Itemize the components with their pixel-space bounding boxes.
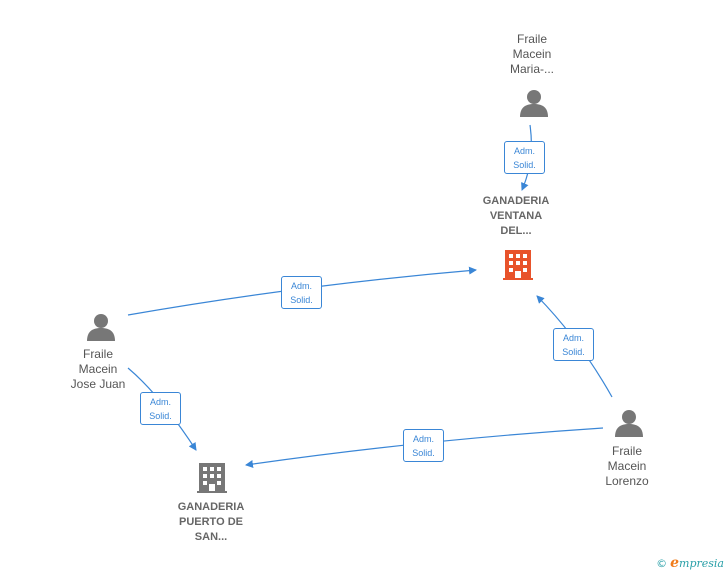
edge-label-type: Solid. bbox=[412, 448, 435, 458]
edge-label-role: Adm. bbox=[290, 281, 312, 291]
edge-label-role: Adm. bbox=[513, 146, 535, 156]
node-label-line: PUERTO DE bbox=[179, 516, 243, 528]
node-label-line: Fraile bbox=[82, 347, 113, 361]
node-label-line: Fraile bbox=[611, 444, 642, 458]
node-label-line: DEL... bbox=[500, 225, 532, 237]
node-label-jose[interactable]: Fraile Macein Jose Juan bbox=[43, 347, 153, 392]
node-label-line: GANADERIA bbox=[482, 195, 550, 207]
node-label-line: SAN... bbox=[194, 531, 228, 543]
edge-label-role: Adm. bbox=[149, 397, 171, 407]
node-label-line: Fraile bbox=[516, 32, 547, 46]
node-label-lorenzo[interactable]: Fraile Macein Lorenzo bbox=[572, 444, 682, 489]
node-label-maria[interactable]: Fraile Macein Maria-... bbox=[477, 32, 587, 77]
edge-label-type: Solid. bbox=[562, 347, 585, 357]
person-icon[interactable] bbox=[615, 410, 643, 437]
node-label-puerto[interactable]: GANADERIA PUERTO DE SAN... bbox=[151, 500, 271, 545]
edge-label-jose-ventana[interactable]: Adm. Solid. bbox=[281, 276, 322, 309]
edge-label-type: Solid. bbox=[513, 160, 536, 170]
node-label-ventana[interactable]: GANADERIA VENTANA DEL... bbox=[456, 194, 576, 239]
brand-logo-letter: e bbox=[670, 555, 680, 571]
node-label-line: Macein bbox=[607, 459, 647, 473]
node-label-line: Macein bbox=[78, 362, 118, 376]
edge-label-role: Adm. bbox=[562, 333, 584, 343]
building-icon[interactable] bbox=[197, 463, 227, 493]
edge-label-type: Solid. bbox=[149, 411, 172, 421]
empresia-watermark: ©empresia bbox=[656, 555, 724, 571]
building-icon[interactable] bbox=[503, 250, 533, 280]
edge-label-jose-puerto[interactable]: Adm. Solid. bbox=[140, 392, 181, 425]
brand-name: mpresia bbox=[679, 557, 724, 570]
edge-label-maria-ventana[interactable]: Adm. Solid. bbox=[504, 141, 545, 174]
node-label-line: Maria-... bbox=[509, 62, 554, 76]
edge-label-lorenzo-ventana[interactable]: Adm. Solid. bbox=[553, 328, 594, 361]
edge-label-type: Solid. bbox=[290, 295, 313, 305]
copyright-icon: © bbox=[656, 557, 668, 570]
node-label-line: Jose Juan bbox=[70, 377, 126, 391]
person-icon[interactable] bbox=[87, 314, 115, 341]
node-label-line: Macein bbox=[512, 47, 552, 61]
node-label-line: Lorenzo bbox=[605, 474, 649, 488]
node-label-line: VENTANA bbox=[489, 210, 543, 222]
edge-label-lorenzo-puerto[interactable]: Adm. Solid. bbox=[403, 429, 444, 462]
edge-label-role: Adm. bbox=[412, 434, 434, 444]
person-icon[interactable] bbox=[520, 90, 548, 117]
node-label-line: GANADERIA bbox=[177, 501, 245, 513]
